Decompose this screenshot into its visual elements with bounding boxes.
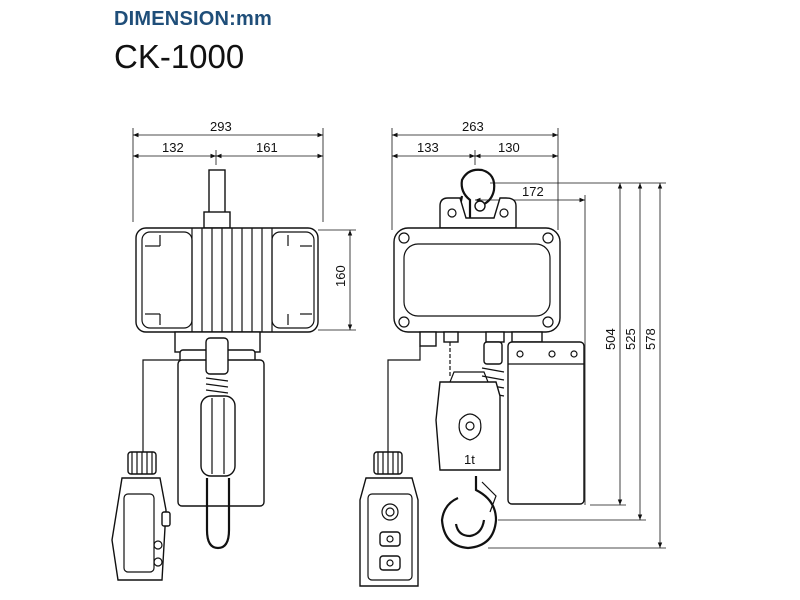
pendant-emergency-button-icon [381, 503, 399, 521]
side-right-width-value: 130 [498, 140, 520, 155]
side-overall-width-value: 263 [462, 119, 484, 134]
dimension-unit-label: DIMENSION:mm [114, 8, 272, 30]
pendant-down-button-icon [379, 555, 401, 571]
side-pendant-cable [387, 346, 421, 455]
side-height-2-value: 525 [623, 328, 638, 350]
side-motor-housing [393, 227, 561, 333]
side-capacity-mark: 1t [464, 452, 475, 467]
side-chain-bag [507, 341, 585, 505]
front-top-suspension [208, 169, 226, 215]
front-right-width-value: 161 [256, 140, 278, 155]
front-view: 293 132 161 160 [111, 119, 356, 581]
front-motor-housing [135, 227, 319, 333]
side-view: 263 133 130 172 504 525 578 [359, 119, 666, 587]
side-dimensions: 263 133 130 172 504 525 578 [391, 119, 666, 549]
pendant-up-button-icon [379, 531, 401, 547]
front-hook [205, 478, 231, 550]
side-height-3-value: 578 [643, 328, 658, 350]
front-overall-width-value: 293 [210, 119, 232, 134]
side-bottom-hook [440, 476, 498, 550]
side-left-width-value: 133 [417, 140, 439, 155]
side-height-1-value: 504 [603, 328, 618, 350]
front-left-width-value: 132 [162, 140, 184, 155]
side-hook-offset-value: 172 [522, 184, 544, 199]
side-hook-block [435, 381, 501, 471]
side-top-hook [458, 168, 496, 220]
front-body-height-value: 160 [333, 265, 348, 287]
model-title: CK-1000 [114, 38, 245, 75]
front-pendant-cable [142, 359, 180, 455]
front-pendant-control [111, 477, 167, 581]
front-dimensions: 293 132 161 160 [132, 119, 356, 331]
front-hook-block [200, 395, 236, 477]
